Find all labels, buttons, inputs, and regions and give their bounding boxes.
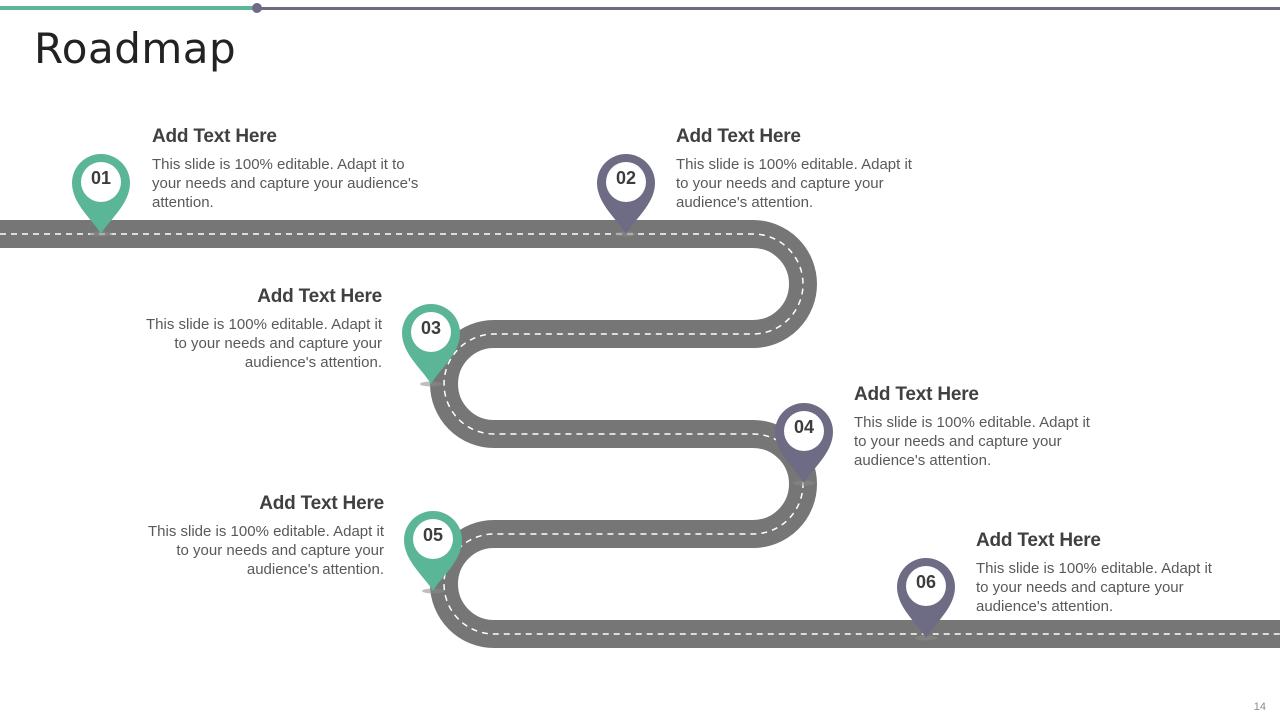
milestone-pin-06: 06 [895, 554, 957, 642]
map-pin-icon [897, 558, 955, 641]
milestone-description: This slide is 100% editable. Adapt it to… [676, 156, 912, 211]
milestone-heading: Add Text Here [976, 530, 1101, 551]
milestone-number: 01 [90, 168, 112, 188]
milestone-text-02: Add Text Here This slide is 100% editabl… [676, 125, 926, 212]
milestone-description: This slide is 100% editable. Adapt it to… [152, 156, 419, 211]
top-accent-dot [252, 3, 262, 13]
milestone-number: 05 [422, 525, 444, 545]
map-pin-icon [404, 511, 462, 594]
milestone-heading: Add Text Here [854, 384, 979, 405]
map-pin-icon [402, 304, 460, 387]
page-number: 14 [1253, 701, 1266, 713]
map-pin-icon [775, 403, 833, 486]
milestone-heading: Add Text Here [259, 493, 384, 514]
map-pin-icon [597, 154, 655, 237]
top-accent-bar-gray [257, 7, 1280, 10]
milestone-number: 06 [915, 572, 937, 592]
milestone-heading: Add Text Here [257, 286, 382, 307]
milestone-pin-04: 04 [773, 399, 835, 487]
milestone-number: 03 [420, 318, 442, 338]
milestone-heading: Add Text Here [676, 126, 801, 147]
milestone-text-03: Add Text Here This slide is 100% editabl… [132, 285, 382, 372]
milestone-text-06: Add Text Here This slide is 100% editabl… [976, 529, 1226, 616]
milestone-description: This slide is 100% editable. Adapt it to… [148, 523, 384, 578]
milestone-pin-03: 03 [400, 300, 462, 388]
map-pin-icon [72, 154, 130, 237]
milestone-description: This slide is 100% editable. Adapt it to… [146, 316, 382, 371]
slide-title: Roadmap [34, 24, 237, 73]
milestone-text-01: Add Text Here This slide is 100% editabl… [152, 125, 432, 212]
milestone-description: This slide is 100% editable. Adapt it to… [976, 560, 1212, 615]
milestone-description: This slide is 100% editable. Adapt it to… [854, 414, 1090, 469]
milestone-pin-01: 01 [70, 150, 132, 238]
milestone-pin-05: 05 [402, 507, 464, 595]
milestone-pin-02: 02 [595, 150, 657, 238]
milestone-text-05: Add Text Here This slide is 100% editabl… [134, 492, 384, 579]
milestone-number: 04 [793, 417, 815, 437]
milestone-heading: Add Text Here [152, 126, 277, 147]
milestone-number: 02 [615, 168, 637, 188]
top-accent-bar-green [0, 6, 257, 10]
milestone-text-04: Add Text Here This slide is 100% editabl… [854, 383, 1104, 470]
